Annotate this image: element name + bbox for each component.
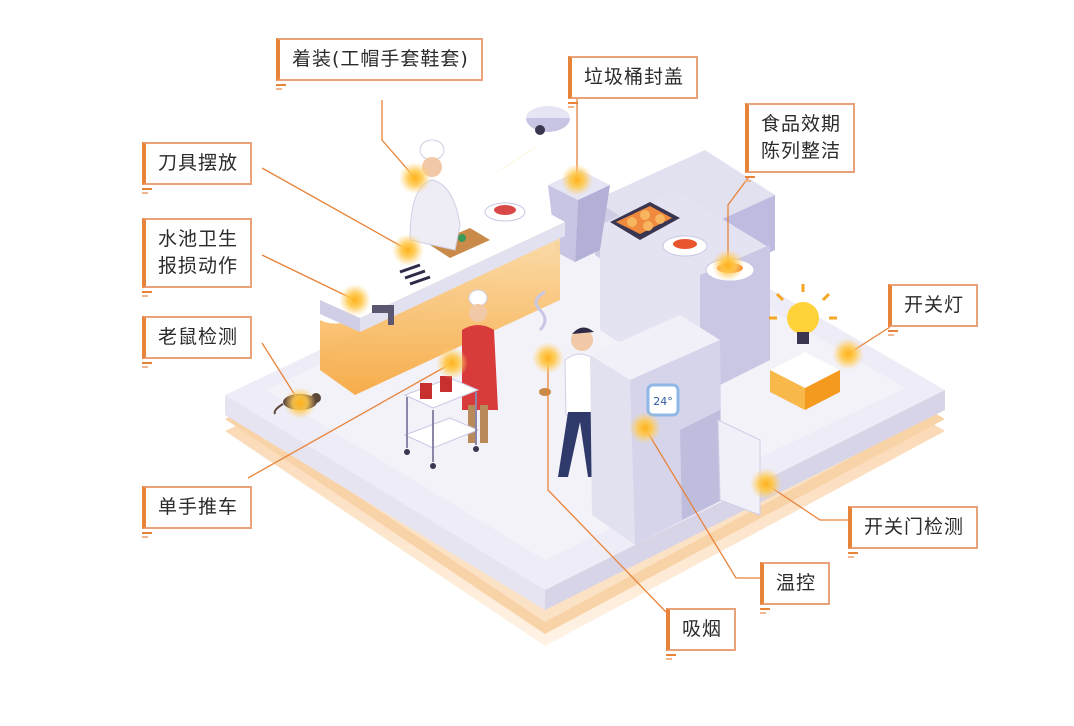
label-sink-hygiene-line2: 报损动作 (158, 255, 239, 277)
camera (470, 106, 580, 190)
label-smoking-text: 吸烟 (682, 618, 723, 640)
label-smoking: 吸烟 (666, 608, 737, 660)
smoking-person (534, 290, 598, 477)
label-rat-detection-text: 老鼠检测 (158, 326, 239, 348)
label-light-switch: 开关灯 (888, 284, 979, 336)
label-one-hand-cart: 单手推车 (142, 486, 253, 538)
chef (409, 139, 461, 251)
food-tray (610, 202, 755, 282)
label-trash-lid: 垃圾桶封盖 (568, 56, 699, 108)
hotspot-dots (284, 162, 864, 500)
label-sink-hygiene: 水池卫生 报损动作 (142, 218, 253, 297)
island-counter (315, 200, 565, 395)
label-knife-placement-text: 刀具摆放 (158, 152, 239, 174)
label-door-detection: 开关门检测 (848, 506, 979, 558)
cart (403, 376, 480, 469)
label-door-detection-text: 开关门检测 (864, 516, 965, 538)
light-switch (769, 284, 840, 410)
label-food-expiry-line2: 陈列整洁 (761, 140, 842, 162)
label-one-hand-cart-text: 单手推车 (158, 496, 239, 518)
label-attire: 着装(工帽手套鞋套) (276, 38, 483, 90)
fridge: 24° (590, 315, 761, 545)
label-sink-hygiene-line1: 水池卫生 (158, 228, 239, 250)
label-attire-text: 着装(工帽手套鞋套) (292, 48, 469, 70)
label-temperature-control-text: 温控 (776, 572, 817, 594)
label-food-expiry: 食品效期 陈列整洁 (745, 103, 856, 182)
label-trash-lid-text: 垃圾桶封盖 (584, 66, 685, 88)
thermostat-readout: 24° (653, 395, 673, 408)
label-temperature-control: 温控 (760, 562, 831, 614)
label-rat-detection: 老鼠检测 (142, 316, 253, 368)
label-knife-placement: 刀具摆放 (142, 142, 253, 194)
label-food-expiry-line1: 食品效期 (761, 113, 842, 135)
label-light-switch-text: 开关灯 (904, 294, 965, 316)
